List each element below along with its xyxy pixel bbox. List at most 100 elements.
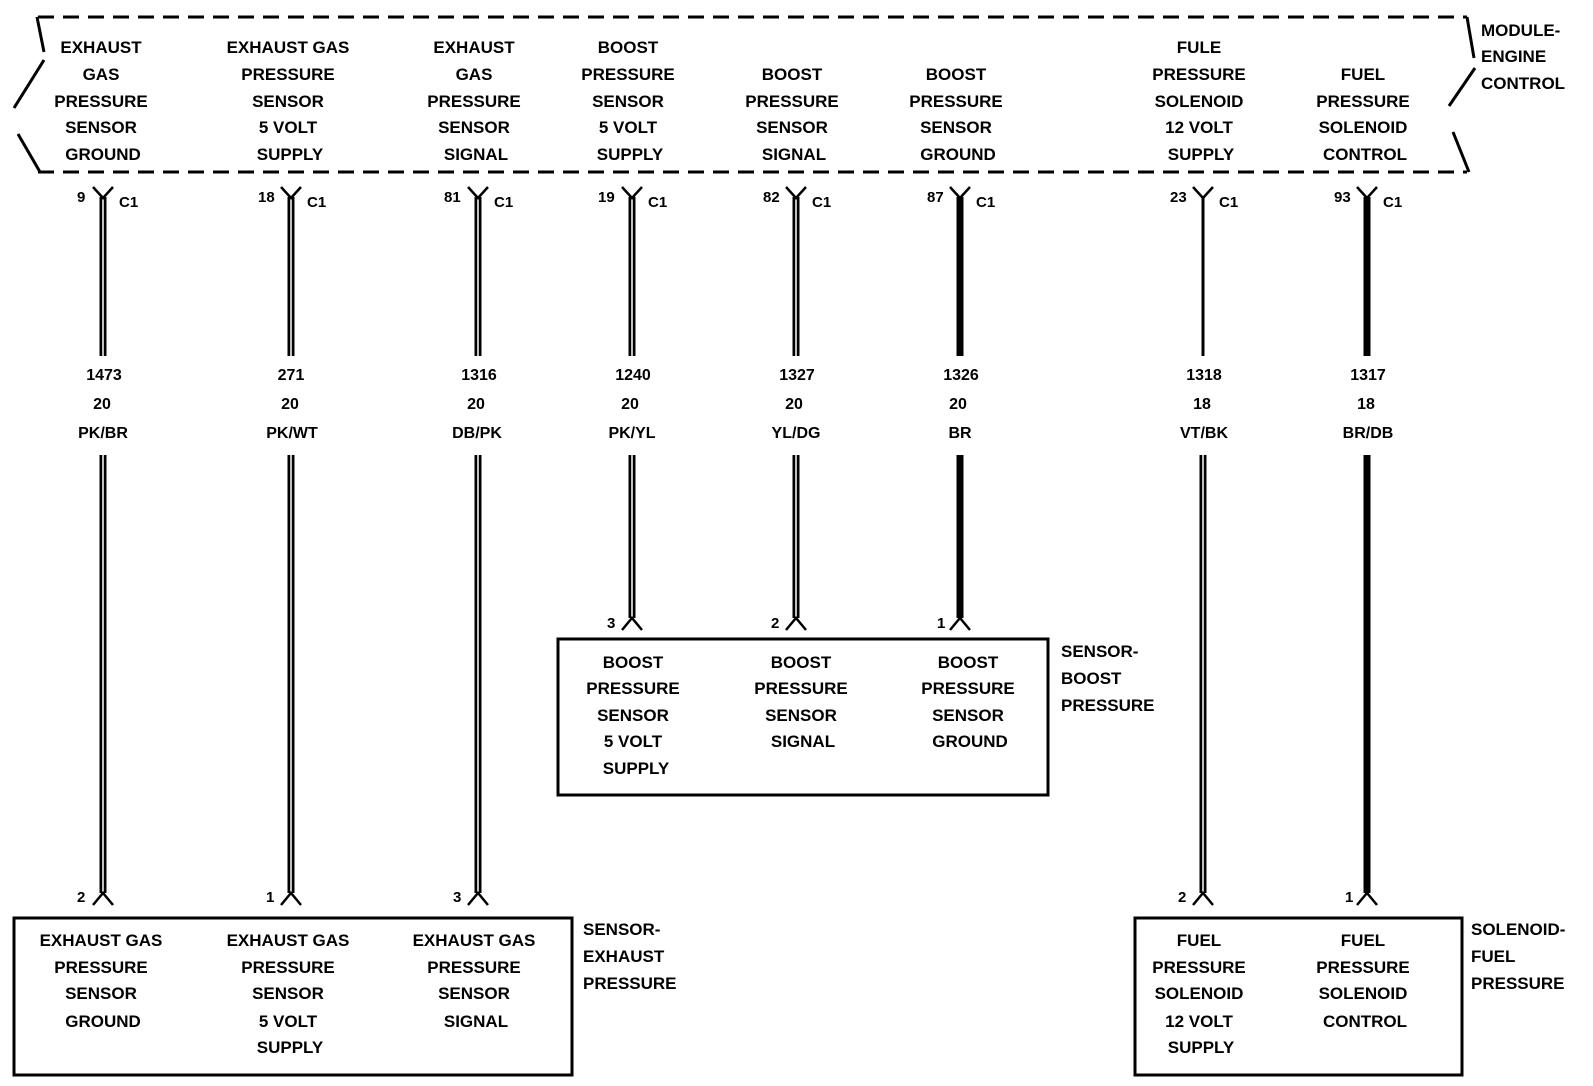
module-name-line-3: CONTROL <box>1481 74 1565 93</box>
circuit-number: 1473 <box>86 367 122 384</box>
component-circuit-label: PRESSURE <box>1316 958 1410 977</box>
module-circuit-label: GROUND <box>920 145 996 164</box>
component-circuit-label: BOOST <box>771 653 832 672</box>
connector-id: C1 <box>1219 194 1238 211</box>
component-circuit-label: 5 VOLT <box>604 732 663 751</box>
module-circuit-label: CONTROL <box>1323 145 1407 164</box>
module-circuit-label: PRESSURE <box>745 92 839 111</box>
component-name-line-1: SENSOR- <box>1061 642 1138 661</box>
module-circuit-label: BOOST <box>926 65 987 84</box>
connector-id: C1 <box>307 194 326 211</box>
wire-gauge: 20 <box>949 396 967 413</box>
module-circuit-label: PRESSURE <box>1152 65 1246 84</box>
module-circuit-label: 5 VOLT <box>259 118 318 137</box>
component-circuit-label: SUPPLY <box>257 1038 324 1057</box>
component-name-line-3: PRESSURE <box>1061 696 1155 715</box>
component-circuit-label: PRESSURE <box>427 958 521 977</box>
end-pin-number: 1 <box>266 889 274 906</box>
component-circuit-label: SUPPLY <box>1168 1038 1235 1057</box>
circuit-number: 271 <box>278 367 305 384</box>
module-circuit-label: SIGNAL <box>762 145 826 164</box>
connector-male-top <box>280 186 302 200</box>
circuit-number: 1316 <box>461 367 497 384</box>
wire-3: 81 C1 1316 20 DB/PK 3 <box>444 186 513 906</box>
component-name-line-2: EXHAUST <box>583 947 665 966</box>
module-circuit-6: BOOST PRESSURE SENSOR GROUND <box>909 65 1003 164</box>
component-circuit-label: PRESSURE <box>754 679 848 698</box>
connector-male-top <box>621 186 643 200</box>
component-name-line-3: PRESSURE <box>1471 974 1565 993</box>
component-circuit-label: EXHAUST GAS <box>227 931 350 950</box>
component-circuit-label: SENSOR <box>252 984 324 1003</box>
component-solenoid-fuel-pressure: FUEL PRESSURE SOLENOID 12 VOLT SUPPLY FU… <box>1133 916 1565 1077</box>
circuit-number: 1317 <box>1350 367 1386 384</box>
connector-male-top <box>785 186 807 200</box>
module-circuit-label: EXHAUST <box>60 38 142 57</box>
component-circuit-label: SENSOR <box>438 984 510 1003</box>
component-circuit-label: FUEL <box>1341 931 1385 950</box>
circuit-number: 1318 <box>1186 367 1222 384</box>
component-circuit-label: SOLENOID <box>1319 984 1408 1003</box>
wire-2: 18 C1 271 20 PK/WT 1 <box>258 186 326 906</box>
component-circuit-label: 5 VOLT <box>259 1012 318 1031</box>
component-circuit-label: PRESSURE <box>54 958 148 977</box>
connector-female-bottom <box>1356 891 1378 906</box>
module-circuit-label: SOLENOID <box>1155 92 1244 111</box>
connector-id: C1 <box>494 194 513 211</box>
wire-gauge: 18 <box>1193 396 1211 413</box>
module-circuit-label: SUPPLY <box>597 145 664 164</box>
pin-number: 23 <box>1170 189 1187 206</box>
wire-gauge: 20 <box>93 396 111 413</box>
wire-color: PK/WT <box>266 425 318 442</box>
wire-5: 82 C1 1327 20 YL/DG 2 <box>763 186 831 632</box>
module-circuit-1: EXHAUST GAS PRESSURE SENSOR GROUND <box>54 38 148 164</box>
wire-4: 19 C1 1240 20 PK/YL 3 <box>598 186 667 632</box>
wire-color: VT/BK <box>1180 425 1228 442</box>
module-circuit-label: SENSOR <box>920 118 992 137</box>
module-circuit-label: GROUND <box>65 145 141 164</box>
wire-color: PK/BR <box>78 425 128 442</box>
component-circuit-label: GROUND <box>65 1012 141 1031</box>
component-box <box>1133 916 1464 1077</box>
module-circuit-label: SOLENOID <box>1319 118 1408 137</box>
end-pin-number: 3 <box>607 615 615 632</box>
connector-male-top <box>1356 186 1378 200</box>
wire-gauge: 20 <box>785 396 803 413</box>
connector-male-top <box>949 186 971 200</box>
component-circuit-label: GROUND <box>932 732 1008 751</box>
component-circuit-label: FUEL <box>1177 931 1221 950</box>
component-circuit-label: SENSOR <box>932 706 1004 725</box>
component-name-line-2: BOOST <box>1061 669 1122 688</box>
pin-number: 81 <box>444 189 461 206</box>
module-circuit-label: GAS <box>456 65 493 84</box>
component-circuit-label: EXHAUST GAS <box>40 931 163 950</box>
component-circuit-label: SENSOR <box>65 984 137 1003</box>
module-circuit-4: BOOST PRESSURE SENSOR 5 VOLT SUPPLY <box>581 38 675 164</box>
component-sensor-exhaust-pressure: EXHAUST GAS PRESSURE SENSOR GROUND EXHAU… <box>12 916 677 1077</box>
module-circuit-5: BOOST PRESSURE SENSOR SIGNAL <box>745 65 839 164</box>
component-circuit-label: SIGNAL <box>771 732 835 751</box>
component-name-line-1: SOLENOID- <box>1471 920 1565 939</box>
component-circuit-label: BOOST <box>938 653 999 672</box>
module-circuit-label: SENSOR <box>756 118 828 137</box>
wire-gauge: 20 <box>621 396 639 413</box>
component-circuit-label: SIGNAL <box>444 1012 508 1031</box>
wire-gauge: 20 <box>281 396 299 413</box>
connector-id: C1 <box>648 194 667 211</box>
component-name-line-1: SENSOR- <box>583 920 660 939</box>
wire-color: BR/DB <box>1343 425 1394 442</box>
module-circuit-label: BOOST <box>762 65 823 84</box>
module-circuit-label: PRESSURE <box>54 92 148 111</box>
component-circuit-label: SOLENOID <box>1155 984 1244 1003</box>
module-circuit-label: GAS <box>83 65 120 84</box>
connector-id: C1 <box>976 194 995 211</box>
module-boundary <box>12 15 1477 174</box>
end-pin-number: 1 <box>1345 889 1353 906</box>
module-circuit-label: SENSOR <box>65 118 137 137</box>
module-circuit-3: EXHAUST GAS PRESSURE SENSOR SIGNAL <box>427 38 521 164</box>
module-circuit-label: PRESSURE <box>581 65 675 84</box>
component-circuit-label: PRESSURE <box>1152 958 1246 977</box>
connector-female-bottom <box>621 616 643 631</box>
connector-male-top <box>1192 186 1214 200</box>
wire-gauge: 18 <box>1357 396 1375 413</box>
